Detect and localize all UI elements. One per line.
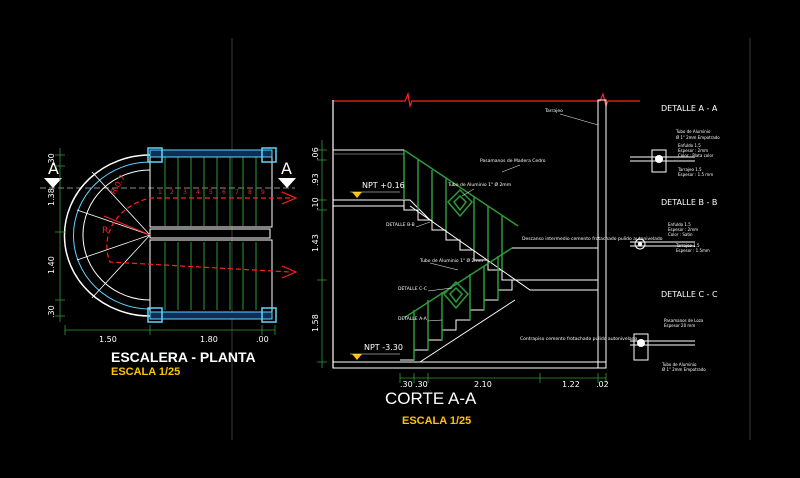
section-dim-bottom-4: .02 [596, 380, 609, 389]
svg-text:8: 8 [248, 189, 252, 196]
stair-plan: A A [40, 147, 298, 378]
svg-text:2: 2 [170, 189, 174, 196]
svg-text:9: 9 [261, 189, 265, 196]
stair-section: NPT +0.16 NPT -3.30 .06 .93 .10 1.43 1.5… [311, 91, 663, 427]
svg-text:NPT -3.30: NPT -3.30 [364, 343, 403, 352]
note-details-c: DETALLE C-C [398, 286, 427, 292]
svg-text:Espesor : 2mm: Espesor : 2mm [678, 148, 708, 153]
note-details-a: DETALLE A-A [398, 316, 428, 322]
plan-step-numbers: 1 2 3 4 5 6 7 8 9 [158, 189, 265, 196]
section-railing-upper [403, 149, 519, 270]
plan-center-mark: R [102, 226, 108, 236]
section-upper-flight [403, 200, 516, 281]
svg-text:Tubo de Aluminio: Tubo de Aluminio [661, 362, 697, 367]
plan-dim-left-3: .30 [47, 305, 56, 318]
svg-text:Espesor 20 mm: Espesor 20 mm [664, 323, 695, 328]
note-bottom: Contrapiso cemento frotachado pulido aut… [520, 336, 637, 342]
detail-c: DETALLE C - C Pasamanos de Loza Espesor … [630, 290, 718, 372]
detail-b: DETALLE B - B Enfuldo 1.5 Espesor : 2mm … [630, 198, 717, 253]
walk-arrow-down-icon [281, 265, 298, 279]
svg-text:Espesor : 1.5mm: Espesor : 1.5mm [676, 248, 710, 253]
walk-arrow-up-icon [281, 191, 298, 205]
section-top-cutline [333, 91, 640, 109]
plan-walking-line [106, 197, 291, 273]
svg-text:Color : Plata color: Color : Plata color [678, 153, 714, 158]
plan-radius-label: R 0.7 [109, 173, 127, 196]
note-nosing: Pasamanos de Madera Cedro [480, 158, 546, 164]
svg-text:Tubo de Aluminio: Tubo de Aluminio [675, 129, 711, 134]
plan-dim-bottom-2: .00 [256, 335, 269, 344]
section-dim-left-1: .93 [311, 173, 320, 186]
svg-text:Color : Satin: Color : Satin [668, 232, 693, 237]
plan-dim-bottom-1: 1.80 [200, 335, 218, 344]
svg-text:5: 5 [209, 189, 213, 196]
note-tube-upper: Tubo de Aluminio 1" Ø 2mm [447, 181, 511, 188]
plan-dim-left-2: 1.40 [47, 256, 56, 274]
level-marker-lower: NPT -3.30 [350, 343, 403, 360]
svg-text:Espesor : 1.5 mm: Espesor : 1.5 mm [678, 172, 713, 177]
svg-text:Tarrajeo 1.5: Tarrajeo 1.5 [675, 243, 700, 248]
detail-b-title: DETALLE B - B [661, 198, 717, 207]
svg-text:1: 1 [158, 189, 162, 196]
plan-dim-left-0: .30 [47, 153, 56, 166]
note-tube-lower: Tubo de Aluminio 1" Ø 2mm [419, 257, 483, 264]
section-dim-left-4: 1.58 [311, 314, 320, 332]
plan-section-mark-left: A [48, 159, 59, 178]
section-title: CORTE A-A [385, 389, 477, 408]
section-arrow-right-icon [278, 178, 296, 188]
note-details-b: DETALLE B-B [386, 222, 415, 228]
detail-c-title: DETALLE C - C [661, 290, 718, 299]
section-dim-bottom-2: 2.10 [474, 380, 492, 389]
svg-text:Espesor : 2mm: Espesor : 2mm [668, 227, 698, 232]
plan-curved-wall [63, 154, 151, 317]
plan-lower-treads [164, 242, 257, 310]
svg-text:Ø 1" 2mm Empotrado: Ø 1" 2mm Empotrado [676, 135, 720, 140]
svg-text:4: 4 [196, 189, 200, 196]
level-marker-upper: NPT +0.16 [350, 181, 405, 198]
section-dim-bottom-0: .30 [400, 380, 413, 389]
section-dim-bottom-3: 1.22 [562, 380, 580, 389]
sheet-frame [231, 38, 751, 440]
section-dim-left-2: .10 [311, 197, 320, 210]
section-dim-left-0: .06 [311, 147, 320, 160]
plan-dim-left-1: 1.38 [47, 188, 56, 206]
svg-text:3: 3 [183, 189, 187, 196]
plan-dim-bottom-0: 1.50 [99, 335, 117, 344]
section-railing-lower [403, 247, 513, 360]
detail-a-title: DETALLE A - A [661, 104, 718, 113]
section-arrow-left-icon [44, 178, 62, 188]
svg-text:Tarrajeo 1.5: Tarrajeo 1.5 [677, 167, 702, 172]
svg-text:Pasamanos de Loza: Pasamanos de Loza [664, 318, 704, 323]
plan-upper-treads [164, 157, 257, 226]
plan-title: ESCALERA - PLANTA [111, 349, 256, 365]
plan-scale: ESCALA 1/25 [111, 366, 180, 378]
svg-text:7: 7 [235, 189, 239, 196]
plan-section-mark-right: A [281, 159, 292, 178]
section-scale: ESCALA 1/25 [402, 415, 471, 427]
svg-text:6: 6 [222, 189, 226, 196]
svg-text:Enfuldo 1.5: Enfuldo 1.5 [668, 222, 691, 227]
section-dim-bottom-1: .30 [415, 380, 428, 389]
svg-text:Ø 1" 2mm Empotrado: Ø 1" 2mm Empotrado [662, 367, 706, 372]
note-cement: Descanso intermedio cemento frotachado p… [522, 236, 663, 242]
detail-a: DETALLE A - A Tubo de Aluminio Ø 1" 2mm … [630, 104, 720, 177]
section-dim-left-3: 1.43 [311, 234, 320, 252]
note-top: Tarrajeo [544, 108, 563, 114]
svg-text:NPT +0.16: NPT +0.16 [362, 181, 405, 190]
svg-text:Enfuldo 1.5: Enfuldo 1.5 [678, 143, 701, 148]
